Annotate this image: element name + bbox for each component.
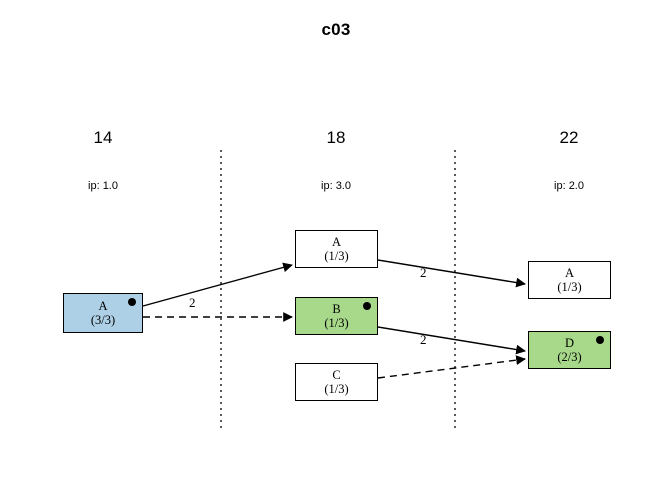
node-a-col22[interactable]: A (1/3) [528, 261, 611, 299]
node-label: A [564, 266, 575, 280]
node-label: A [331, 235, 342, 249]
node-marker-dot [363, 302, 371, 310]
column-ip-1: ip: 3.0 [321, 180, 351, 192]
node-marker-dot [596, 336, 604, 344]
column-header-2: 22 [559, 128, 579, 147]
node-count: (1/3) [324, 249, 349, 263]
edge-label-0: 2 [189, 295, 196, 310]
node-d-col22[interactable]: D (2/3) [528, 331, 611, 369]
node-label: B [332, 302, 341, 316]
node-count: (3/3) [90, 313, 116, 327]
edge-n1-n4 [377, 259, 526, 288]
edge-n0-n1 [142, 262, 293, 307]
node-count: (1/3) [557, 280, 582, 294]
node-a-col18[interactable]: A (1/3) [295, 230, 378, 268]
edge-n2-n5 [377, 326, 526, 355]
node-b-col18[interactable]: B (1/3) [295, 297, 378, 335]
node-label: C [332, 368, 341, 382]
node-count: (1/3) [324, 382, 349, 396]
node-count: (1/3) [324, 316, 349, 330]
edge-label-1: 2 [420, 265, 427, 280]
node-label: D [564, 336, 575, 350]
node-c-col18[interactable]: C (1/3) [295, 363, 378, 401]
node-label: A [98, 299, 108, 313]
column-header-0: 14 [93, 128, 113, 147]
edge-n3-n5 [377, 355, 526, 379]
column-ip-0: ip: 1.0 [88, 180, 118, 192]
node-a-col14[interactable]: A (3/3) [63, 293, 143, 333]
node-marker-dot [128, 298, 136, 306]
edge-label-2: 2 [420, 332, 427, 347]
column-header-1: 18 [326, 128, 346, 147]
node-count: (2/3) [557, 350, 582, 364]
page-title: c03 [321, 20, 351, 39]
column-ip-2: ip: 2.0 [554, 180, 584, 192]
